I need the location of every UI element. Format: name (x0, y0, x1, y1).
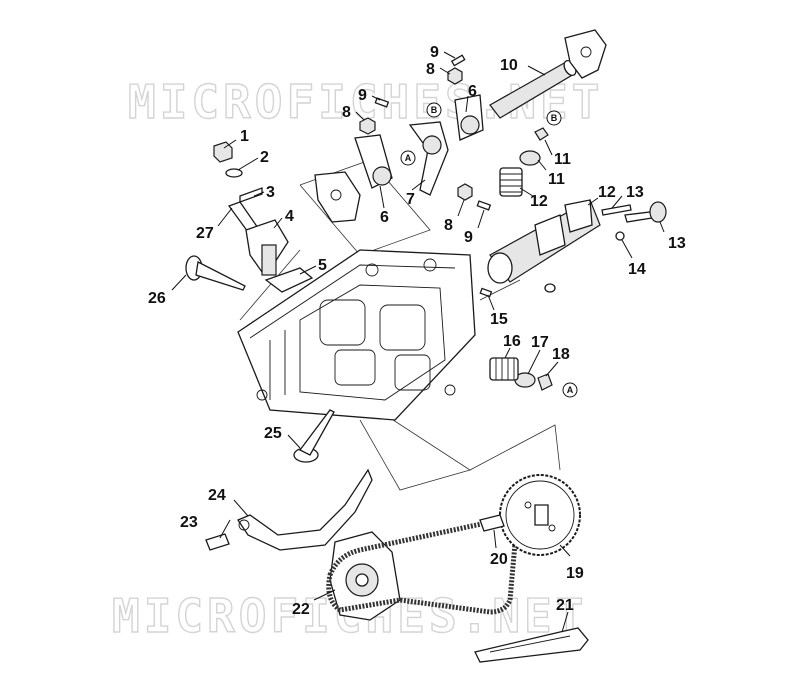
part-21-tensioner-blade (474, 627, 589, 663)
callout-7: 7 (406, 191, 415, 208)
callout-15: 13 (626, 184, 644, 201)
callout-24: 24 (208, 487, 226, 504)
part-8-nut-bottom (457, 183, 473, 201)
callout-8-bottom: 8 (444, 217, 453, 234)
part-2-washer (225, 168, 243, 178)
callout-2: 2 (260, 149, 269, 166)
part-25-valve (293, 409, 335, 463)
part-7-rocker-arm (408, 121, 449, 196)
part-19-cam-sprocket (499, 474, 581, 556)
part-24-chain-guide (237, 468, 373, 551)
callout-8-left: 8 (342, 104, 351, 121)
marker-b-upper: B (431, 105, 438, 115)
callout-6-left: 6 (380, 209, 389, 226)
callout-9-top: 9 (430, 44, 439, 61)
part-11-keeper-bottom (537, 373, 553, 391)
part-6-rocker-arm-right (454, 94, 484, 141)
callout-labels: 1 2 3 4 5 6 6 7 8 8 8 9 9 9 10 11 11 12 … (148, 44, 686, 618)
callout-26: 26 (148, 290, 166, 307)
callout-18: 15 (490, 311, 508, 328)
callout-13-top: 12 (530, 193, 548, 210)
part-11-keeper-top (534, 127, 549, 141)
callout-6-right: 6 (468, 83, 477, 100)
marker-a-upper: A (405, 153, 412, 163)
part-1-bolt (213, 141, 233, 163)
part-3-bolt (239, 187, 263, 203)
callout-10: 10 (500, 57, 518, 74)
callout-12-top: 11 (548, 171, 565, 188)
part-17-washer (615, 231, 625, 241)
rocker-support-bracket (314, 171, 361, 223)
callout-5: 5 (318, 257, 327, 274)
cylinder-head (237, 249, 476, 421)
rocker-end-bracket (564, 29, 607, 79)
callout-4: 4 (285, 208, 294, 225)
part-9-adjuster-top (450, 54, 466, 67)
callout-14: 12 (598, 184, 616, 201)
callout-9-left: 9 (358, 87, 367, 104)
part-22-crank-sprocket (329, 531, 401, 621)
callout-17: 14 (628, 261, 646, 278)
callout-8-top: 8 (426, 61, 435, 78)
callout-3: 3 (266, 184, 275, 201)
cam-plug (544, 283, 556, 293)
part-8-nut-left (359, 117, 376, 135)
part-20-bolt (479, 514, 505, 532)
marker-a-lower: A (567, 385, 574, 395)
marker-b-right: B (551, 113, 558, 123)
assembly-guide-lines (239, 159, 561, 491)
part-6-rocker-arm-left (354, 134, 393, 189)
part-4-tensioner (245, 219, 289, 276)
callout-25: 25 (264, 425, 282, 442)
callout-27: 27 (196, 225, 214, 242)
part-8-nut-top (447, 67, 463, 85)
part-23-bolt (205, 533, 230, 551)
part-15-pin (601, 204, 632, 216)
part-12-retainer-top (519, 150, 541, 166)
part-13-valve-spring-bottom (489, 357, 519, 381)
callout-22: 22 (292, 601, 310, 618)
part-13-valve-spring-top (499, 167, 523, 197)
callout-21: 21 (556, 597, 574, 614)
part-18-dowel-pin (479, 287, 493, 298)
callout-11-top: 11 (554, 151, 571, 168)
callout-19: 19 (566, 565, 584, 582)
reference-markers: B A B A (400, 102, 578, 398)
part-9-adjuster-left (374, 97, 390, 108)
leader-lines (171, 51, 665, 633)
part-26-valve (185, 255, 246, 291)
part-9-adjuster-bottom (476, 200, 492, 211)
part-14-camshaft (487, 199, 601, 284)
callout-23: 23 (180, 514, 198, 531)
callout-1: 1 (240, 128, 249, 145)
callout-16: 13 (668, 235, 686, 252)
callout-9-bottom: 9 (464, 229, 473, 246)
callout-20: 20 (490, 551, 508, 568)
cam-chain (326, 517, 519, 615)
part-16-cam-sprocket-bolt (624, 201, 667, 223)
part-10-rocker-shaft (489, 59, 577, 119)
